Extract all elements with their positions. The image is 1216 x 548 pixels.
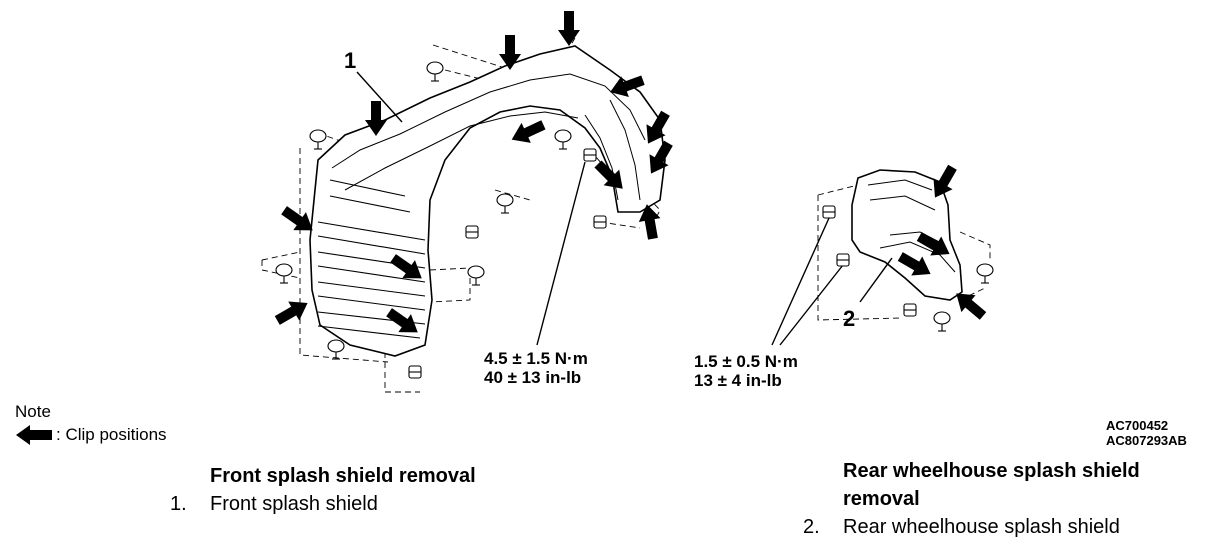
rear-torque-spec: 1.5 ± 0.5 N·m 13 ± 4 in-lb xyxy=(694,352,798,390)
front-part-callout: 1 xyxy=(344,48,357,73)
front-procedure-item: 1. Front splash shield xyxy=(170,494,378,514)
front-procedure-heading: Front splash shield removal xyxy=(210,465,476,487)
figure-code: AC807293AB xyxy=(1106,433,1187,448)
item-label: Front splash shield xyxy=(210,493,378,515)
rear-procedure-heading-line2: removal xyxy=(843,488,920,510)
rear-torque-imperial: 13 ± 4 in-lb xyxy=(694,371,782,390)
clip-position-arrow-icon xyxy=(558,11,580,46)
front-callout-leader xyxy=(356,71,403,123)
rear-procedure-heading-line1: Rear wheelhouse splash shield xyxy=(843,460,1140,482)
clip-position-arrow-icon xyxy=(507,114,549,150)
bolt-icon xyxy=(465,225,479,239)
rear-torque-leader xyxy=(771,217,844,346)
clip-icon xyxy=(426,61,444,82)
front-splash-shield-drawing xyxy=(261,11,679,393)
item-number: 2. xyxy=(803,516,820,538)
rear-callout-leader xyxy=(859,257,893,303)
black-arrow-icon xyxy=(16,425,52,445)
note-title: Note xyxy=(15,402,51,421)
front-torque-spec: 4.5 ± 1.5 N·m 40 ± 13 in-lb xyxy=(484,349,588,387)
rear-guide-lines xyxy=(817,184,991,321)
clip-icon xyxy=(976,263,994,284)
clip-icon xyxy=(933,311,951,332)
clip-positions-legend: : Clip positions xyxy=(56,425,167,444)
figure-codes: AC700452 AC807293AB xyxy=(1106,418,1187,448)
clip-icon xyxy=(496,193,514,214)
clip-icon xyxy=(554,129,572,150)
bolt-icon xyxy=(583,148,597,162)
front-torque-imperial: 40 ± 13 in-lb xyxy=(484,368,582,387)
bolt-icon xyxy=(593,215,607,229)
clip-icon xyxy=(327,339,345,360)
item-label: Rear wheelhouse splash shield xyxy=(843,516,1120,538)
bolt-icon xyxy=(408,365,422,379)
rear-part-callout: 2 xyxy=(843,306,856,331)
bolt-icon xyxy=(822,205,836,219)
front-torque-leader xyxy=(536,161,586,346)
clip-icon xyxy=(275,263,293,284)
front-torque-metric: 4.5 ± 1.5 N·m xyxy=(484,349,588,368)
rear-procedure-item: 2. Rear wheelhouse splash shield xyxy=(803,517,1120,537)
bolt-icon xyxy=(903,303,917,317)
item-number: 1. xyxy=(170,493,187,515)
figure-code: AC700452 xyxy=(1106,418,1169,433)
bolt-icon xyxy=(836,253,850,267)
clip-position-arrow-icon xyxy=(271,293,314,331)
rear-splash-shield xyxy=(851,169,963,301)
front-inner-arch xyxy=(331,73,646,191)
clip-icon xyxy=(309,129,327,150)
rear-torque-metric: 1.5 ± 0.5 N·m xyxy=(694,352,798,371)
rear-splash-shield-drawing xyxy=(771,161,994,346)
